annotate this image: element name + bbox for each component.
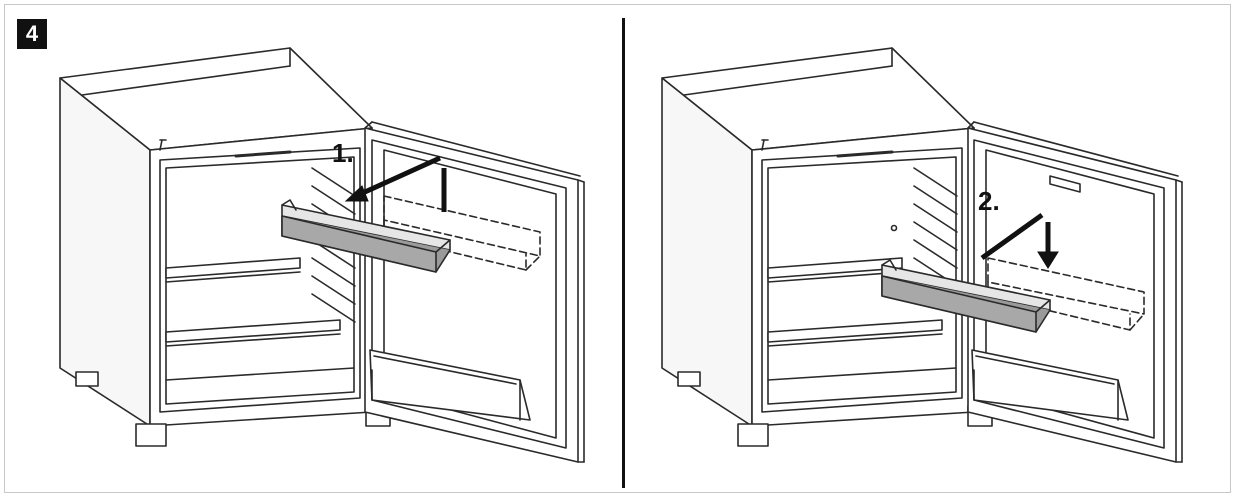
step-1-illustration: 1. (59, 47, 585, 463)
fridge-inner-shelves (767, 257, 957, 381)
door-shelf-lowered (881, 259, 1051, 333)
open-door (364, 121, 585, 463)
door-shelf-pulled-out (281, 199, 451, 273)
push-down-arrow (980, 212, 1059, 269)
step-2-label: 2. (978, 186, 1000, 216)
pull-arrow (344, 155, 447, 212)
door-shelf-original-position (383, 195, 541, 271)
open-door (967, 121, 1183, 463)
step-2-illustration: 2. (661, 47, 1183, 463)
fridge-cabinet (59, 47, 391, 447)
step-number-badge: 4 (17, 19, 47, 49)
fridge-cabinet (661, 47, 993, 447)
step-1-label: 1. (332, 138, 354, 168)
fridge-inner-shelves (165, 257, 355, 381)
panel-divider (622, 18, 625, 488)
